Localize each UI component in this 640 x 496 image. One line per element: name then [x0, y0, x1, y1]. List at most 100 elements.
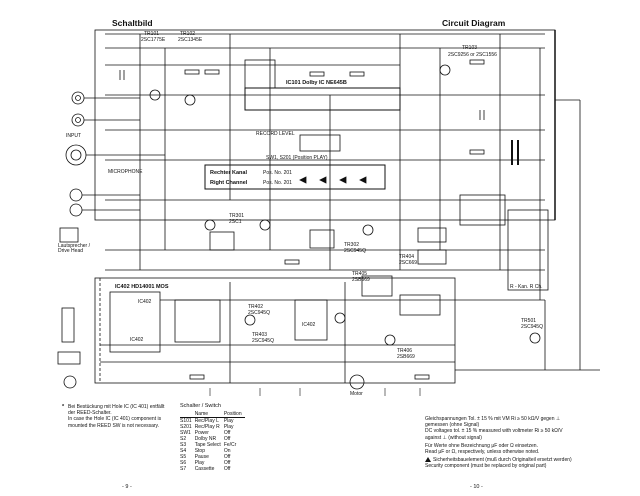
- page-title-left: Schaltbild: [112, 18, 153, 28]
- page-number-left: - 9 -: [122, 484, 132, 490]
- tr402-part: 2SC945Q: [248, 310, 270, 316]
- warning-triangle-icon: [425, 457, 431, 463]
- switch-name: Power: [194, 430, 209, 436]
- switch-id: S2: [180, 436, 187, 442]
- switch-position: On: [223, 448, 231, 454]
- tr403-label: TR403: [252, 332, 268, 338]
- pos-r-label: Pos. No. 201: [263, 170, 292, 176]
- microphone-label: MICROPHONE: [108, 169, 143, 175]
- note-line-2: gemessen (ohne Signal): [425, 422, 480, 429]
- switch-name: Dolby NR: [194, 436, 217, 442]
- ic402-label-2: IC402: [130, 337, 144, 343]
- rch-label: R - Kan. R Ch.: [510, 284, 543, 290]
- ic402-label-3: IC402: [302, 322, 316, 328]
- note-line-7: Sicherheitsbauelement (muß durch Origina…: [425, 457, 615, 463]
- switch-position: Off: [223, 466, 231, 472]
- note-line-6: Read μF or Ω, respectively, unless other…: [425, 449, 540, 456]
- page-number-right: - 10 -: [470, 484, 483, 490]
- switch-name: Rec/Play L: [194, 418, 219, 424]
- table-row: S6 Play Off: [180, 460, 245, 466]
- tr405-part: 2SB669: [352, 277, 370, 283]
- switch-id: SW1: [180, 430, 191, 436]
- tr103-label: TR103: [462, 45, 478, 51]
- note-line-5: Für Werte ohne Bezeichnung μF oder Ω ein…: [425, 442, 538, 449]
- channel-left-label: Right Channel: [210, 180, 248, 186]
- switch-position: Fe/Cr: [223, 442, 237, 448]
- footnote-text: Bei Bestückung mit Hole IC (IC 401) entf…: [68, 404, 165, 429]
- switch-col-name: Name: [194, 411, 224, 418]
- tr501-label: TR501: [521, 318, 537, 324]
- table-row: S7 Cassette Off: [180, 466, 245, 472]
- page-title-right: Circuit Diagram: [442, 18, 506, 28]
- tr101-part: 2SC1775E: [141, 37, 166, 43]
- switch-name: Rec/Play R: [194, 424, 220, 430]
- switch-name: Cassette: [194, 466, 215, 472]
- switch-name: Play: [194, 460, 205, 466]
- footnote-star: *: [62, 404, 65, 410]
- tr302-part: 2SC945Q: [344, 248, 366, 254]
- tr103-part: 2SC9256 or 2SC1556: [448, 52, 497, 58]
- tr403-part: 2SC945Q: [252, 338, 274, 344]
- switch-id: S101: [180, 418, 192, 424]
- switch-position: Off: [223, 460, 231, 466]
- tr405-label: TR405: [352, 271, 368, 277]
- switch-id: S7: [180, 466, 187, 472]
- switch-name: Tape Select: [194, 442, 221, 448]
- switch-position: Off: [223, 430, 231, 436]
- switch-position: Play: [223, 424, 234, 430]
- ic402-label-1: IC402: [138, 299, 152, 305]
- switch-table-title: Schalter / Switch: [180, 403, 221, 409]
- motor-label: Motor: [350, 391, 363, 397]
- tr404-part: 2SC669: [399, 260, 418, 266]
- table-row: S5 Pause Off: [180, 454, 245, 460]
- ic101-block: [244, 87, 401, 111]
- tr302-label: TR302: [344, 242, 360, 248]
- tr102-label: TR102: [180, 31, 196, 37]
- switch-position: Off: [223, 454, 231, 460]
- record-level-label: RECORD LEVEL: [256, 131, 295, 137]
- note-line-4: against ⊥ (without signal): [425, 434, 482, 441]
- note-line-7-text: Sicherheitsbauelement (muß durch Origina…: [433, 457, 572, 464]
- tr406-part: 2SB669: [397, 354, 415, 360]
- switch-position: Play: [223, 418, 234, 424]
- ic101-label: IC101 Dolby IC NE645B: [286, 80, 347, 86]
- tr404-label: TR404: [399, 254, 415, 260]
- switch-name: Stop: [194, 448, 205, 454]
- ic-block-label: IC402 HD14001 MOS: [115, 284, 169, 290]
- channel-box: [204, 164, 386, 190]
- note-line-1: Gleichspannungen Tol. ± 15 % mit VM Ri ≥…: [425, 416, 561, 422]
- table-row: S2 Dolby NR Off: [180, 436, 245, 442]
- tr301-part: 2SC1: [229, 219, 242, 225]
- switch-id: S201: [180, 424, 192, 430]
- loudspeaker-label: Lautsprecher / Drive Head: [58, 243, 90, 254]
- switch-id: S5: [180, 454, 187, 460]
- note-line-8: Security component (must be replaced by …: [425, 463, 547, 470]
- tr102-part: 2SC1345E: [178, 37, 203, 43]
- tr406-label: TR406: [397, 348, 413, 354]
- note-line-3: DC voltages tol. ± 15 % measured with vo…: [425, 428, 563, 435]
- tr301-label: TR301: [229, 213, 245, 219]
- switch-col-id: [180, 411, 195, 418]
- switch-table-header: Name Position: [180, 411, 245, 418]
- switch-position-label: SW1, S201 (Position PLAY): [266, 155, 328, 161]
- pos-l-label: Pos. No. 201: [263, 180, 292, 186]
- upper-frame: [94, 29, 556, 221]
- switch-id: S6: [180, 460, 187, 466]
- switch-name: Pause: [194, 454, 209, 460]
- switch-col-position: Position: [223, 411, 245, 418]
- tr501-part: 2SC945Q: [521, 324, 543, 330]
- tr402-label: TR402: [248, 304, 264, 310]
- lower-frame: [94, 277, 456, 384]
- tr101-label: TR101: [144, 31, 160, 37]
- switch-position: Off: [223, 436, 231, 442]
- voltage-notes: Gleichspannungen Tol. ± 15 % mit VM Ri ≥…: [425, 416, 615, 470]
- switch-id: S3: [180, 442, 187, 448]
